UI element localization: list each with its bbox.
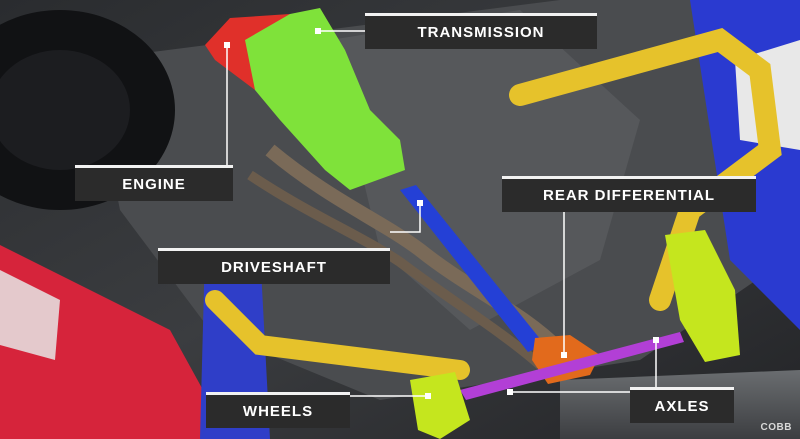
leader-lines	[226, 30, 657, 397]
transmission-label: TRANSMISSION	[365, 13, 597, 49]
cobb-watermark: COBB	[760, 422, 792, 433]
axles-marker	[653, 337, 659, 343]
axles-marker-left	[507, 389, 513, 395]
transmission-highlight	[245, 8, 405, 190]
engine-marker	[224, 42, 230, 48]
wheels-marker	[425, 393, 431, 399]
transmission-marker	[315, 28, 321, 34]
engine-label: ENGINE	[75, 165, 233, 201]
lift-arm-left	[205, 290, 470, 380]
marker-dots	[224, 28, 659, 399]
driveshaft-leader	[390, 203, 421, 233]
lift-sign-logo	[0, 270, 60, 360]
wheels-label: WHEELS	[206, 392, 350, 428]
wheel-highlight-rear-left	[410, 372, 470, 439]
driveshaft-highlight	[400, 185, 545, 352]
rear-differential-label: REAR DIFFERENTIAL	[502, 176, 756, 212]
driveshaft-label: DRIVESHAFT	[158, 248, 390, 284]
axles-label: AXLES	[630, 387, 734, 423]
front-tire-rim	[0, 50, 130, 170]
exhaust-pipe	[247, 170, 544, 369]
lift-arm-right	[509, 27, 782, 311]
lift-sign	[0, 245, 230, 439]
rear-differential-marker	[561, 352, 567, 358]
axles-highlight	[460, 332, 684, 400]
driveshaft-marker	[417, 200, 423, 206]
wheel-highlight-rear-right	[665, 230, 740, 362]
